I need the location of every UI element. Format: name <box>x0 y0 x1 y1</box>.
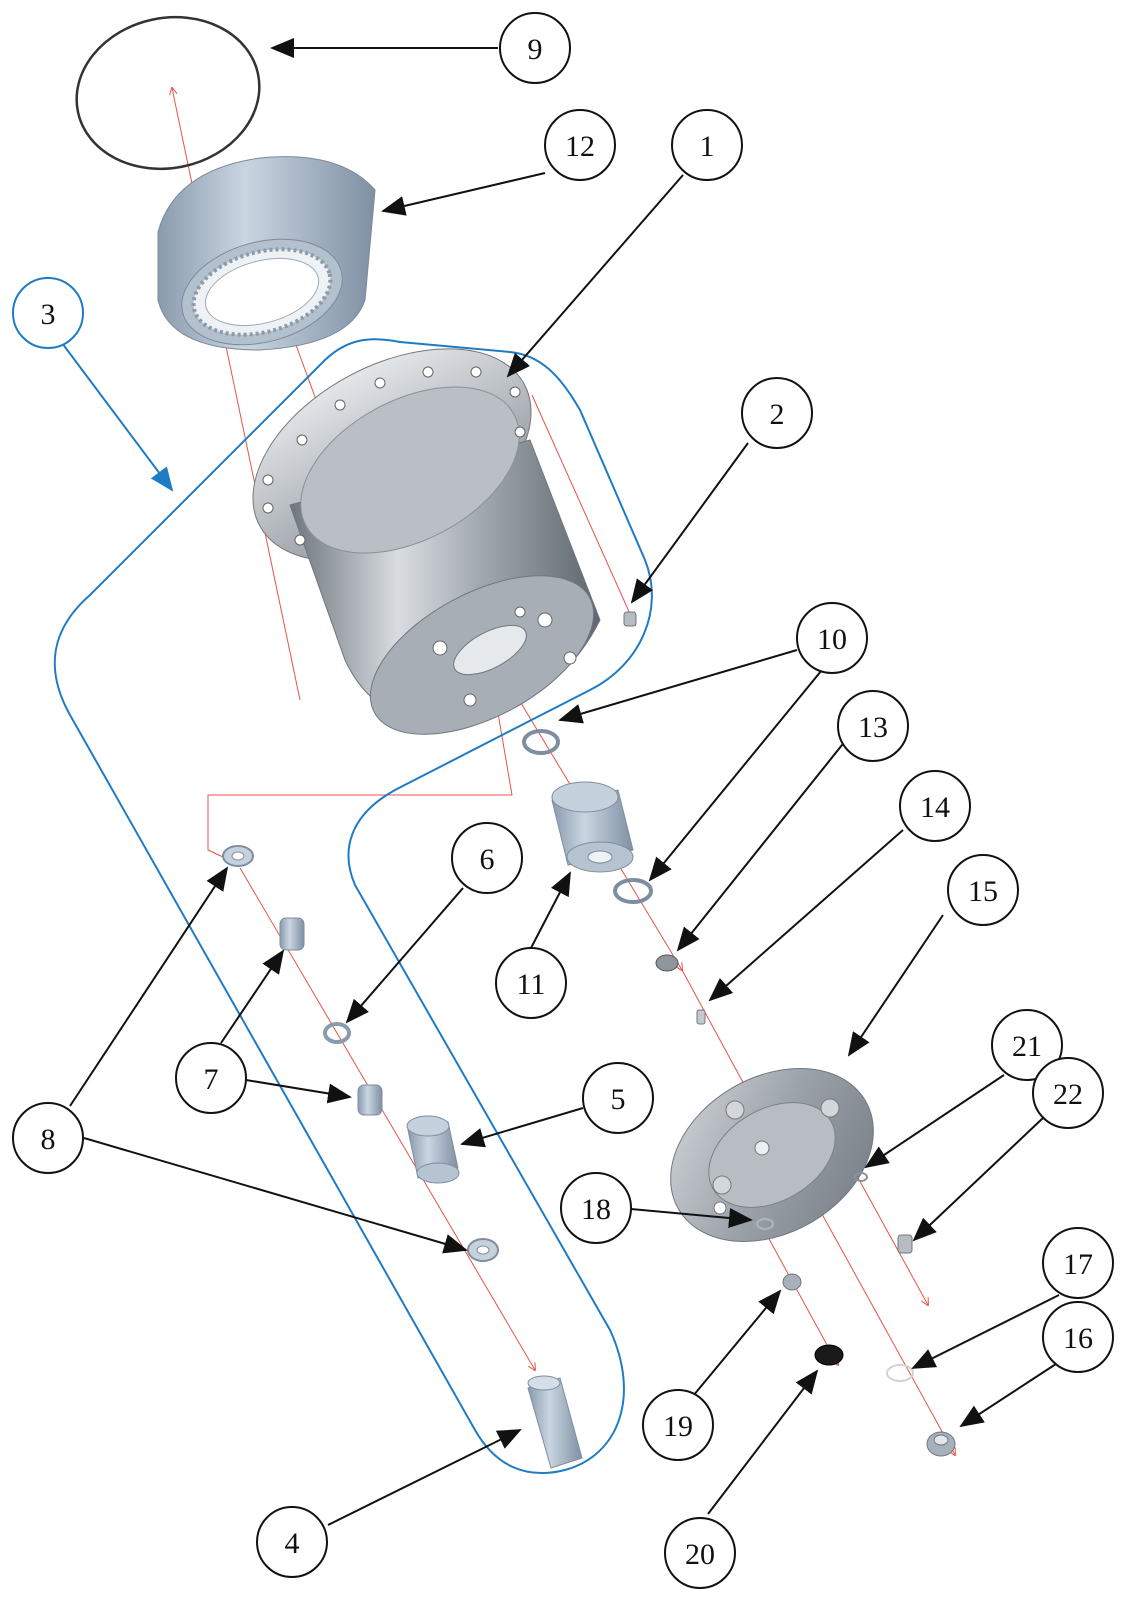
callout-9: 9 <box>499 12 571 84</box>
callout-20: 20 <box>664 1517 736 1589</box>
callout-10: 10 <box>796 602 868 674</box>
callout-16: 16 <box>1042 1301 1114 1373</box>
subassembly-outline <box>53 338 653 1475</box>
callout-12: 12 <box>544 109 616 181</box>
washer-part-18 <box>756 1218 774 1230</box>
thrust-washer-upper <box>222 845 254 867</box>
callout-label: 22 <box>1053 1078 1083 1111</box>
callout-label: 11 <box>517 968 546 1001</box>
screw-part-2 <box>623 611 637 627</box>
o-ring-part-17 <box>886 1364 914 1382</box>
callout-label: 13 <box>858 711 888 744</box>
plug-part-16 <box>926 1431 956 1457</box>
callout-label: 5 <box>611 1083 626 1116</box>
callout-4: 4 <box>256 1506 328 1578</box>
callout-1: 1 <box>671 109 743 181</box>
callout-17: 17 <box>1042 1227 1114 1299</box>
callout-label: 17 <box>1063 1248 1093 1281</box>
callout-label: 4 <box>285 1527 300 1560</box>
retaining-ring-lower <box>613 878 653 904</box>
bushing-part-13 <box>655 954 679 972</box>
callout-3: 3 <box>12 277 84 349</box>
callout-8: 8 <box>12 1102 84 1174</box>
callout-19: 19 <box>642 1389 714 1461</box>
cap-part-20 <box>814 1344 844 1366</box>
callout-11: 11 <box>495 947 567 1019</box>
callout-label: 14 <box>920 791 950 824</box>
callout-label: 8 <box>41 1123 56 1156</box>
callout-label: 9 <box>528 33 543 66</box>
planet-gear-part <box>406 1115 460 1184</box>
callout-label: 16 <box>1063 1322 1093 1355</box>
callout-label: 15 <box>968 875 998 908</box>
callout-label: 1 <box>700 130 715 163</box>
ring-gear-part <box>157 156 376 351</box>
sun-gear-part <box>551 781 634 873</box>
screw-part-22 <box>897 1234 913 1254</box>
callout-label: 12 <box>565 130 595 163</box>
callout-label: 10 <box>817 623 847 656</box>
callout-15: 15 <box>947 854 1019 926</box>
o-ring-part <box>75 15 261 171</box>
callout-label: 2 <box>770 398 785 431</box>
retaining-ring-upper <box>522 729 560 755</box>
plug-part-19 <box>782 1273 802 1291</box>
leader-lines <box>61 38 1060 1526</box>
callout-18: 18 <box>560 1172 632 1244</box>
needle-bearing-upper <box>279 917 305 951</box>
hub-housing-part <box>252 348 601 735</box>
pin-part-14 <box>696 1009 706 1025</box>
callout-14: 14 <box>899 770 971 842</box>
callout-label: 18 <box>581 1193 611 1226</box>
callout-21: 21 <box>991 1009 1063 1081</box>
callout-label: 20 <box>685 1538 715 1571</box>
callout-label: 7 <box>204 1063 219 1096</box>
callout-label: 6 <box>480 843 495 876</box>
callout-6: 6 <box>451 822 523 894</box>
thrust-washer-lower <box>467 1238 499 1262</box>
planet-pin-part <box>527 1375 583 1469</box>
callout-label: 19 <box>663 1410 693 1443</box>
washer-part-21 <box>854 1172 868 1182</box>
callout-label: 21 <box>1012 1030 1042 1063</box>
callout-13: 13 <box>837 690 909 762</box>
callout-2: 2 <box>741 377 813 449</box>
cover-plate-part <box>670 1068 874 1242</box>
callout-22: 22 <box>1032 1057 1104 1129</box>
callout-label: 3 <box>41 298 56 331</box>
callout-7: 7 <box>175 1042 247 1114</box>
needle-bearing-lower <box>357 1084 383 1116</box>
spacer-ring-part <box>323 1022 351 1044</box>
callout-5: 5 <box>582 1062 654 1134</box>
